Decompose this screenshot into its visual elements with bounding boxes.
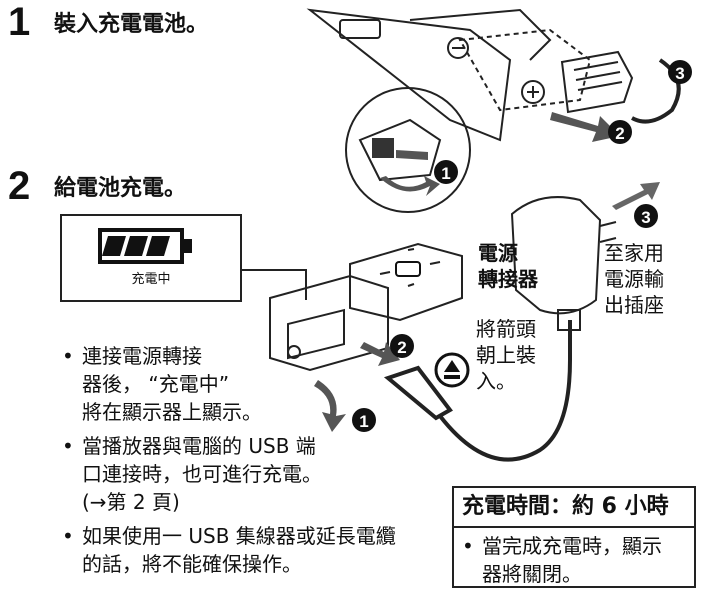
adapter-label: 電源 轉接器 <box>478 241 538 291</box>
note-item: 當播放器與電腦的 USB 端 口連接時，也可進行充電。 (→第 2 頁) <box>58 432 438 516</box>
slide-arrow-icon <box>380 176 440 196</box>
minus-icon <box>447 37 469 59</box>
plus-icon <box>521 80 545 104</box>
display-panel: 充電中 <box>60 214 242 302</box>
battery-full-icon <box>98 228 192 264</box>
callout-2-step1: 2 <box>615 124 624 143</box>
magnifier-circle <box>345 87 471 213</box>
outlet-arrow-icon <box>612 182 660 210</box>
step-2-number: 2 <box>8 164 31 208</box>
push-arrow-icon <box>550 112 620 142</box>
callout-1-step1: 1 <box>441 164 450 183</box>
display-status-text: 充電中 <box>131 272 171 287</box>
note-item: 連接電源轉接 器後， “充電中” 將在顯示器上顯示。 <box>58 342 438 426</box>
step-2-title: 給電池充電。 <box>54 176 187 201</box>
note-item: 如果使用一 USB 集線器或延長電纜 的話，將不能確保操作。 <box>58 522 438 578</box>
player-unit <box>349 242 463 322</box>
power-cable <box>438 320 572 462</box>
notes-list: 連接電源轉接 器後， “充電中” 將在顯示器上顯示。 當播放器與電腦的 USB … <box>58 342 438 584</box>
charge-time-notes: 當完成充電時，顯示 器將關閉。 <box>458 532 688 588</box>
callout-3-step2: 3 <box>641 208 650 227</box>
step-1-number: 1 <box>8 0 31 44</box>
charge-time-box: 充電時間：約 6 小時 當完成充電時，顯示 器將關閉。 <box>452 486 696 588</box>
step-1-title: 裝入充電電池。 <box>54 12 209 37</box>
charge-time-title: 充電時間：約 6 小時 <box>454 488 694 528</box>
charge-time-note: 當完成充電時，顯示 器將關閉。 <box>458 532 688 588</box>
outlet-label: 至家用 電源輸 出插座 <box>604 241 664 317</box>
battery-insert-illustration: 3 2 1 <box>306 8 692 213</box>
battery <box>560 50 634 114</box>
callout-3-step1: 3 <box>675 64 684 83</box>
power-adapter <box>510 196 602 315</box>
arrow-up-label: 將箭頭 朝上裝 入。 <box>476 317 536 393</box>
